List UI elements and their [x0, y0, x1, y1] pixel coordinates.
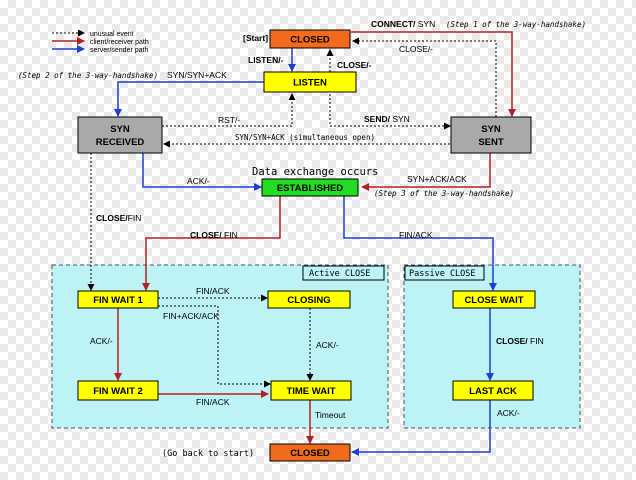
- label-go-back: (Go back to start): [162, 449, 254, 459]
- label-listen-dash: LISTEN/-: [248, 55, 284, 65]
- label-close-fin-2: CLOSE/ FIN: [190, 230, 238, 240]
- passive-close-title: Passive CLOSE: [409, 269, 476, 279]
- label-data-exchange: Data exchange occurs: [252, 166, 378, 178]
- edge-established-close-fin: [142, 196, 281, 291]
- edge-syn-synack: [114, 81, 264, 117]
- label-step1: (Step 1 of the 3-way-handshake): [446, 20, 586, 29]
- legend: unusual event client/receiver path serve…: [52, 29, 149, 54]
- state-syn-sent-label-1: SYN: [481, 124, 501, 135]
- legend-client-label: client/receiver path: [90, 39, 149, 46]
- state-closed-bottom-label: CLOSED: [290, 448, 330, 459]
- state-fin-wait-1: FIN WAIT 1: [77, 290, 159, 309]
- active-close-title-box: [302, 265, 385, 281]
- label-synack-ack: SYN+ACK/ACK: [407, 174, 467, 184]
- state-last-ack: LAST ACK: [452, 380, 534, 401]
- passive-close-title-box: [404, 265, 485, 281]
- edge-send-syn: [329, 94, 451, 130]
- legend-unusual-label: unusual event: [90, 31, 134, 38]
- edge-syn-sent-close: [352, 37, 497, 117]
- label-step2: (Step 2 of the 3-way-handshake): [18, 71, 158, 80]
- state-listen: LISTEN: [263, 71, 357, 93]
- state-fin-wait-1-label: FIN WAIT 1: [93, 295, 143, 306]
- state-closed-bottom: CLOSED: [269, 443, 351, 462]
- label-ack-dash-4: ACK/-: [497, 408, 520, 418]
- label-ack-dash-3: ACK/-: [316, 340, 339, 350]
- label-close-dash-1: CLOSE/-: [399, 44, 433, 54]
- label-send-syn: SEND/ SYN: [364, 114, 410, 124]
- label-connect-syn: CONNECT/ SYN: [371, 19, 435, 29]
- label-step3: (Step 3 of the 3-way-handshake): [374, 189, 514, 198]
- state-established: ESTABLISHED: [261, 178, 359, 197]
- label-fin-ack-1: FIN/ACK: [399, 230, 433, 240]
- edge-established-fin-ack: [343, 196, 497, 291]
- passive-close-region: [403, 264, 581, 429]
- state-time-wait-label: TIME WAIT: [286, 386, 335, 397]
- state-closed-top-label: CLOSED: [290, 35, 330, 46]
- state-syn-received-label-2: RECEIVED: [96, 137, 145, 148]
- label-ack-dash-2: ACK/-: [90, 336, 113, 346]
- state-syn-received-label-1: SYN: [110, 124, 130, 135]
- state-closing: CLOSING: [267, 290, 351, 309]
- label-close-fin-1: CLOSE/FIN: [96, 213, 141, 223]
- legend-server-label: server/sender path: [90, 47, 148, 54]
- edge-finwait1-timewait: [158, 305, 271, 388]
- state-closed-top: CLOSED: [269, 29, 351, 49]
- label-simultaneous: SYN/SYN+ACK (simultaneous open): [235, 133, 375, 142]
- label-fin-ack-ack: FIN+ACK/ACK: [163, 311, 219, 321]
- label-ack-dash-1: ACK/-: [187, 176, 210, 186]
- active-close-title: Active CLOSE: [309, 269, 370, 279]
- state-syn-received: SYN RECEIVED: [77, 116, 163, 154]
- state-close-wait: CLOSE WAIT: [452, 290, 536, 309]
- state-fin-wait-2: FIN WAIT 2: [77, 380, 159, 401]
- edge-synack-ack: [361, 153, 491, 191]
- edge-rst: [162, 93, 296, 127]
- label-close-dash-2: CLOSE/-: [337, 60, 372, 70]
- edge-lastack-closed: [351, 400, 491, 456]
- label-timeout: Timeout: [315, 410, 346, 420]
- state-close-wait-label: CLOSE WAIT: [464, 295, 523, 306]
- state-syn-sent: SYN SENT: [450, 116, 532, 154]
- label-syn-synack: SYN/SYN+ACK: [167, 70, 227, 80]
- state-established-label: ESTABLISHED: [277, 183, 343, 194]
- state-listen-label: LISTEN: [293, 78, 327, 89]
- label-fin-ack-2: FIN/ACK: [196, 286, 230, 296]
- label-close-fin-3: CLOSE/ FIN: [496, 336, 544, 346]
- edge-ack-established: [142, 153, 262, 191]
- label-rst: RST/-: [218, 115, 240, 125]
- state-last-ack-label: LAST ACK: [469, 386, 517, 397]
- label-start: [Start]: [243, 33, 268, 43]
- state-closing-label: CLOSING: [287, 295, 330, 306]
- state-fin-wait-2-label: FIN WAIT 2: [93, 386, 143, 397]
- state-syn-sent-label-2: SENT: [478, 137, 504, 148]
- state-time-wait: TIME WAIT: [270, 380, 352, 401]
- label-fin-ack-3: FIN/ACK: [196, 397, 230, 407]
- edge-connect-syn: [351, 31, 516, 117]
